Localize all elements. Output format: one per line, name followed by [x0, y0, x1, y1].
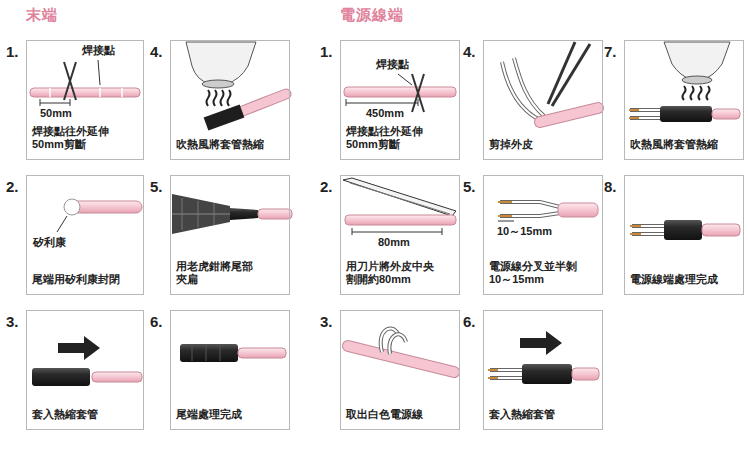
section-title: 末端 [26, 6, 58, 25]
cord-finished [630, 220, 740, 240]
step-caption: 吹熱風將套管熱縮 [630, 138, 718, 152]
step-panel: 7.吹熱風將套管熱縮 [624, 40, 744, 160]
dimension-label: 450mm [366, 107, 404, 120]
step-number: 8. [604, 178, 617, 195]
step-caption: 剪掉外皮 [489, 138, 533, 152]
step-caption: 取出白色電源線 [346, 408, 423, 422]
step-caption: 尾端處理完成 [176, 408, 242, 422]
step-number: 2. [6, 178, 19, 195]
step-caption: 尾端用矽利康封閉 [32, 273, 120, 287]
step-number: 4. [150, 43, 163, 60]
step-caption: 套入熱縮套管 [489, 408, 555, 422]
step-caption: 焊接點往外延伸 50mm剪斷 [346, 125, 441, 153]
cord-cut [344, 74, 456, 112]
step-panel: 1.焊接點往外延伸 50mm剪斷 [26, 40, 144, 160]
step-caption: 用老虎鉗將尾部 夾扁 [176, 260, 271, 288]
heat-gun [186, 42, 286, 124]
tail-finished [180, 344, 286, 362]
dimension-label: 矽利康 [33, 236, 66, 249]
step-panel: 2.尾端用矽利康封閉 [26, 175, 144, 295]
blade-slit [343, 178, 456, 235]
step-caption: 焊接點往外延伸 50mm剪斷 [32, 125, 127, 153]
step-number: 7. [604, 43, 617, 60]
split-wires [498, 202, 598, 221]
dimension-label: 80mm [378, 236, 410, 249]
step-caption: 吹熱風將套管熱縮 [176, 138, 264, 152]
dimension-label: 焊接點 [376, 58, 409, 71]
step-panel: 3.取出白色電源線 [340, 310, 460, 430]
step-panel: 5.用老虎鉗將尾部 夾扁 [170, 175, 290, 295]
sleeve-insert [32, 336, 142, 386]
step-panel: 4.吹熱風將套管熱縮 [170, 40, 290, 160]
step-panel: 2.用刀片將外皮中央 割開約80mm [340, 175, 460, 295]
heat-gun [629, 42, 740, 122]
step-caption: 套入熱縮套管 [32, 408, 98, 422]
step-number: 4. [463, 43, 476, 60]
step-number: 3. [6, 313, 19, 330]
step-caption: 電源線分叉並半剝 10～15mm [489, 260, 584, 288]
step-number: 1. [320, 43, 333, 60]
dimension-label: 50mm [40, 107, 72, 120]
dimension-label: 10～15mm [497, 225, 552, 238]
step-panel: 6.尾端處理完成 [170, 310, 290, 430]
step-panel: 6.套入熱縮套管 [483, 310, 603, 430]
tube-sealed [57, 199, 142, 232]
tube-cut [30, 60, 140, 106]
pliers [172, 194, 292, 234]
dimension-label: 焊接點 [82, 44, 115, 57]
wires-out [348, 328, 454, 372]
step-panel: 8.電源線端處理完成 [624, 175, 744, 295]
step-number: 6. [463, 313, 476, 330]
section-title: 電源線端 [340, 6, 404, 25]
step-number: 1. [6, 43, 19, 60]
step-panel: 4.剪掉外皮 [483, 40, 603, 160]
step-number: 5. [150, 178, 163, 195]
step-caption: 用刀片將外皮中央 割開約80mm [346, 260, 441, 288]
step-number: 3. [320, 313, 333, 330]
step-caption: 電源線端處理完成 [630, 273, 718, 287]
step-number: 2. [320, 178, 333, 195]
cord-sleeve-insert [488, 331, 599, 384]
cutters [502, 42, 598, 122]
step-panel: 3.套入熱縮套管 [26, 310, 144, 430]
step-number: 5. [463, 178, 476, 195]
step-number: 6. [150, 313, 163, 330]
